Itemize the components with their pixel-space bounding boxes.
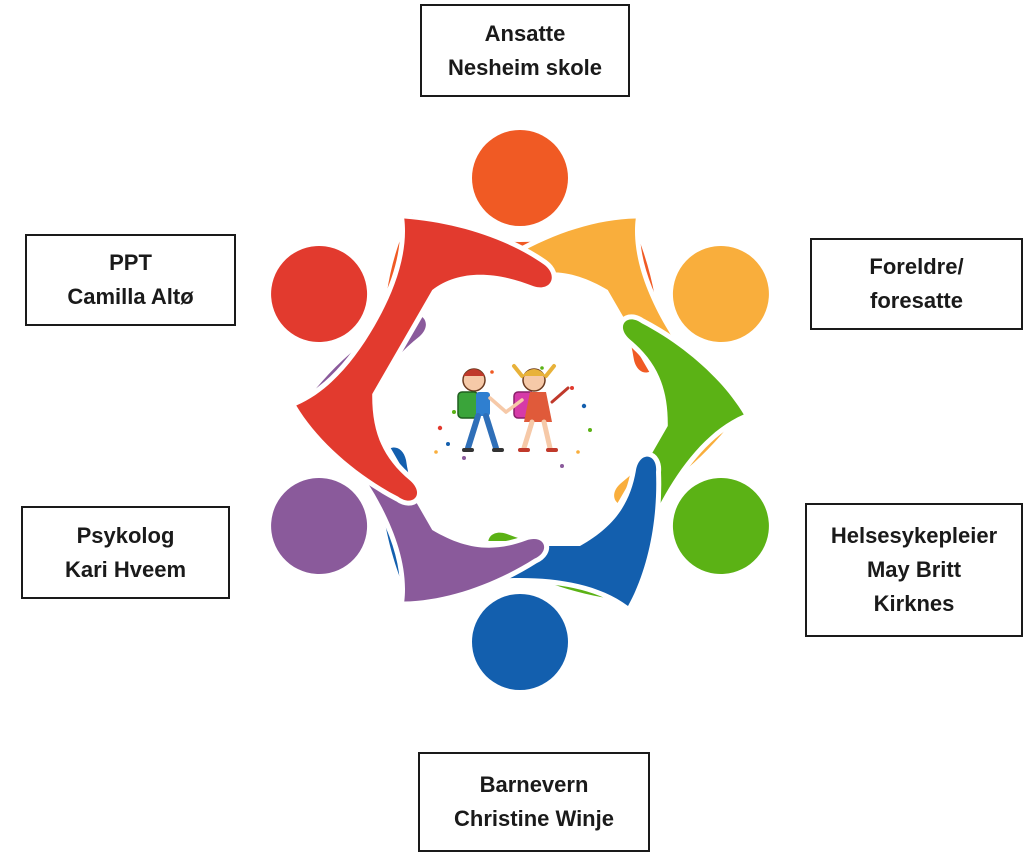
team-member-box-child-welfare: Barnevern Christine Winje [418, 752, 650, 852]
box-title: Barnevern [479, 772, 589, 797]
box-title: Helsesykepleier [830, 523, 998, 548]
box-subtitle: May Britt [866, 557, 962, 582]
team-member-box-parents: Foreldre/ foresatte [810, 238, 1023, 330]
box-subtitle: Kari Hveem [64, 556, 187, 582]
box-title: Foreldre/ [869, 254, 964, 279]
box-title: PPT [109, 250, 152, 275]
box-title: Psykolog [76, 522, 175, 548]
boy-figure [457, 368, 508, 452]
box-subtitle-2: Kirknes [873, 591, 955, 616]
team-member-box-employees: Ansatte Nesheim skole [420, 4, 630, 97]
team-member-box-health-nurse: Helsesykepleier May Britt Kirknes [805, 503, 1023, 637]
team-member-box-psychologist: Psykolog Kari Hveem [21, 506, 230, 599]
girl-figure [504, 364, 570, 452]
box-subtitle: Nesheim skole [447, 54, 603, 80]
confetti-dots [434, 366, 592, 468]
box-subtitle: Christine Winje [454, 806, 614, 831]
children-walking-icon [434, 364, 592, 468]
box-subtitle: Camilla Altø [67, 284, 194, 309]
box-subtitle: foresatte [870, 288, 963, 313]
team-member-box-ppt: PPT Camilla Altø [25, 234, 236, 326]
box-title: Ansatte [484, 20, 566, 46]
